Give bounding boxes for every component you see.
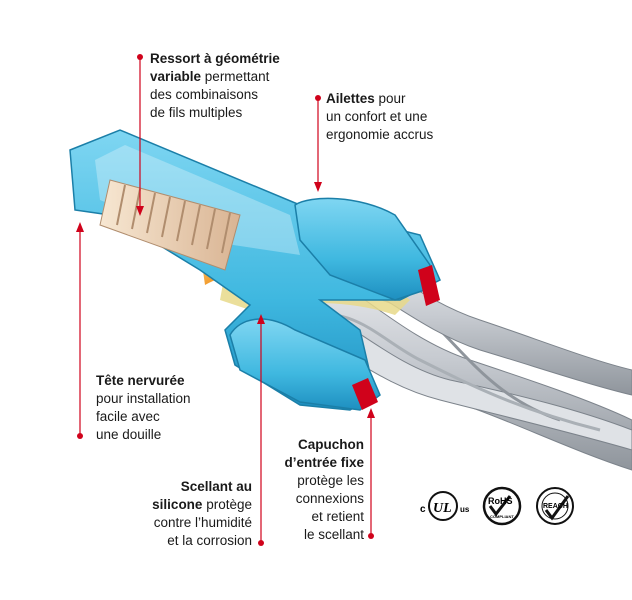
svg-text:REACH: REACH [543, 503, 568, 510]
reach-logo: REACH [536, 487, 574, 525]
svg-text:UL: UL [433, 501, 452, 516]
cap-callout: Capuchon d’entrée fixe protège les conne… [284, 437, 364, 542]
callout-leaders [76, 54, 375, 546]
svg-text:c: c [420, 504, 426, 515]
head-callout: Tête nervurée pour installation facile a… [96, 373, 191, 442]
spring-coil [99, 179, 241, 271]
fins [229, 197, 431, 411]
svg-text:COMPLIANT: COMPLIANT [490, 514, 514, 519]
spring-callout: Ressort à géométrie variable permettant … [150, 51, 280, 120]
svg-text:RoHS: RoHS [488, 496, 513, 506]
svg-text:us: us [460, 505, 470, 514]
certification-logos: c UL us RoHS COMPLIANT REACH [420, 486, 574, 526]
sealant-callout: Scellant au silicone protège contre l’hu… [152, 479, 252, 548]
rohs-logo: RoHS COMPLIANT [482, 486, 522, 526]
entry-cap [352, 265, 440, 410]
ul-logo: c UL us [420, 491, 470, 521]
fins-callout: Ailettes pour un confort et une ergonomi… [326, 91, 434, 142]
